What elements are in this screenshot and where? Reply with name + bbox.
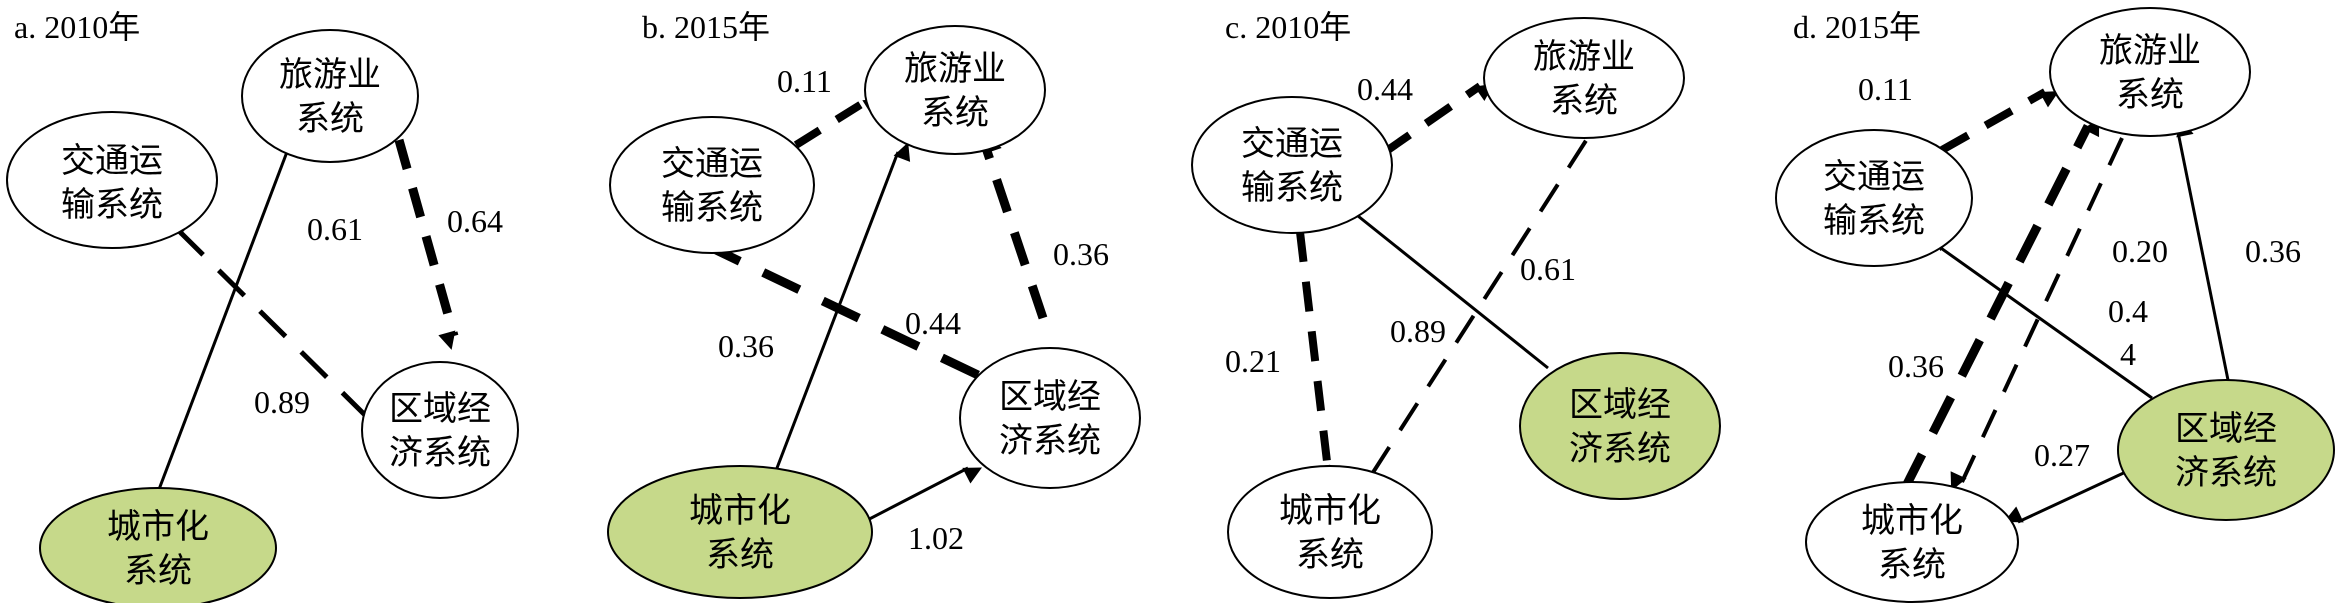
weight-label: 0.27 [2034, 437, 2090, 473]
node-traffic-label-line2: 输系统 [1241, 168, 1343, 208]
weight-label: 0.44 [905, 305, 961, 341]
panel-a-title: a. 2010年 [14, 9, 140, 45]
node-tourism-label-line1: 旅游业 [279, 55, 381, 95]
node-traffic-label-line1: 交通运 [61, 141, 163, 181]
weight-label: 0.21 [1225, 343, 1281, 379]
node-urban-label-line1: 城市化 [107, 507, 209, 547]
node-tourism [241, 29, 419, 163]
edge-urban-to-tourism [156, 134, 303, 493]
panel-b-edges [703, 96, 1048, 530]
node-tourism-label-line2: 系统 [1550, 81, 1618, 121]
node-region-label-line2: 济系统 [2175, 453, 2277, 493]
edge-urban-to-tourism [1370, 117, 1608, 476]
panel-c: c. 2010年 交通运 输系统 旅游业 系统 区域经 济系统 城市化 系统 0… [1191, 9, 1721, 599]
edge-region-to-tourism [981, 134, 1048, 320]
node-traffic [6, 111, 218, 249]
edge-tourism-to-urban [1950, 137, 2124, 491]
node-traffic-label-line2: 输系统 [61, 185, 163, 225]
node-traffic-label-line2: 输系统 [661, 188, 763, 228]
node-tourism [864, 25, 1046, 155]
edge-traffic-to-tourism [793, 96, 882, 149]
node-tourism-label-line1: 旅游业 [2099, 31, 2201, 71]
node-urban [607, 465, 873, 599]
node-urban-label-line2: 系统 [1296, 535, 1364, 575]
panel-c-edges [1296, 82, 1608, 484]
weight-label: 0.20 [2112, 233, 2168, 269]
node-urban [39, 487, 277, 603]
weight-label: 0.89 [254, 384, 310, 420]
node-traffic [1191, 96, 1393, 234]
edge-region-to-traffic [703, 236, 980, 380]
weight-label: 0.64 [447, 203, 503, 239]
panel-a: a. 2010年 交通运 输系统 旅游业 系统 区域经 济系统 城市化 系统 0… [6, 9, 519, 603]
panel-a-edges [156, 134, 459, 493]
edge-region-to-traffic [1931, 233, 2153, 400]
panel-d-title: d. 2015年 [1793, 9, 1921, 45]
weight-label: 0.61 [1520, 251, 1576, 287]
edge-region-to-tourism [2176, 118, 2230, 381]
weight-label: 0.4 [2108, 293, 2148, 329]
node-tourism [2049, 7, 2251, 137]
panel-d-edges [1899, 88, 2230, 524]
panel-d: d. 2015年 交通运 输系统 旅游业 系统 区域经 济系统 城市化 系统 0… [1775, 7, 2335, 603]
weight-label: 0.36 [718, 328, 774, 364]
node-region [2117, 379, 2335, 521]
weight-label: 0.11 [777, 63, 832, 99]
weight-label: 0.11 [1858, 71, 1913, 107]
node-region-label-line1: 区域经 [389, 389, 491, 429]
node-traffic-label-line1: 交通运 [661, 144, 763, 184]
node-region-label-line2: 济系统 [999, 421, 1101, 461]
node-traffic [1775, 129, 1973, 267]
node-tourism-label-line2: 系统 [296, 99, 364, 139]
panel-b: b. 2015年 交通运 输系统 旅游业 系统 区域经 济系统 城市化 系统 0… [607, 9, 1141, 599]
weight-label: 0.36 [1053, 236, 1109, 272]
weight-label: 0.44 [1357, 71, 1413, 107]
node-tourism-label-line2: 系统 [921, 93, 989, 133]
edge-urban-to-region [851, 466, 983, 530]
node-region-label-line2: 济系统 [389, 433, 491, 473]
node-traffic-label-line1: 交通运 [1823, 157, 1925, 197]
edge-region-to-traffic [1341, 195, 1549, 370]
node-tourism [1483, 17, 1685, 139]
edge-urban-to-tourism [1899, 117, 2100, 493]
weight-label: 0.61 [307, 211, 363, 247]
node-region [361, 361, 519, 499]
node-region-label-line1: 区域经 [1569, 385, 1671, 425]
node-traffic-label-line1: 交通运 [1241, 124, 1343, 164]
node-region [959, 347, 1141, 489]
node-traffic [609, 116, 815, 254]
node-urban-label-line1: 城市化 [1279, 491, 1381, 531]
edge-tourism-to-region [394, 138, 459, 350]
weight-label: 0.36 [2245, 233, 2301, 269]
edge-traffic-to-urban [1296, 231, 1332, 484]
node-region-label-line1: 区域经 [999, 377, 1101, 417]
weight-label: 1.02 [908, 520, 964, 556]
node-tourism-label-line2: 系统 [2116, 75, 2184, 115]
node-traffic-label-line2: 输系统 [1823, 201, 1925, 241]
node-region-label-line2: 济系统 [1569, 429, 1671, 469]
weight-label: 0.89 [1390, 313, 1446, 349]
node-urban-label-line2: 系统 [706, 535, 774, 575]
node-tourism-label-line1: 旅游业 [904, 49, 1006, 89]
panel-c-title: c. 2010年 [1225, 9, 1351, 45]
node-urban-label-line1: 城市化 [1861, 501, 1963, 541]
edge-traffic-to-tourism [1382, 82, 1494, 156]
node-region-label-line1: 区域经 [2175, 409, 2277, 449]
panel-b-title: b. 2015年 [642, 9, 770, 45]
node-urban [1227, 465, 1433, 599]
node-tourism-label-line1: 旅游业 [1533, 37, 1635, 77]
node-urban-label-line2: 系统 [1878, 545, 1946, 585]
edge-region-to-traffic [173, 216, 370, 420]
node-region [1519, 352, 1721, 500]
edge-region-to-urban [2003, 468, 2131, 524]
weight-label: 4 [2120, 336, 2136, 372]
edge-traffic-to-tourism [1940, 88, 2059, 154]
node-urban-label-line2: 系统 [124, 551, 192, 591]
weight-label: 0.36 [1888, 348, 1944, 384]
node-urban [1805, 481, 2019, 603]
node-urban-label-line1: 城市化 [689, 491, 791, 531]
